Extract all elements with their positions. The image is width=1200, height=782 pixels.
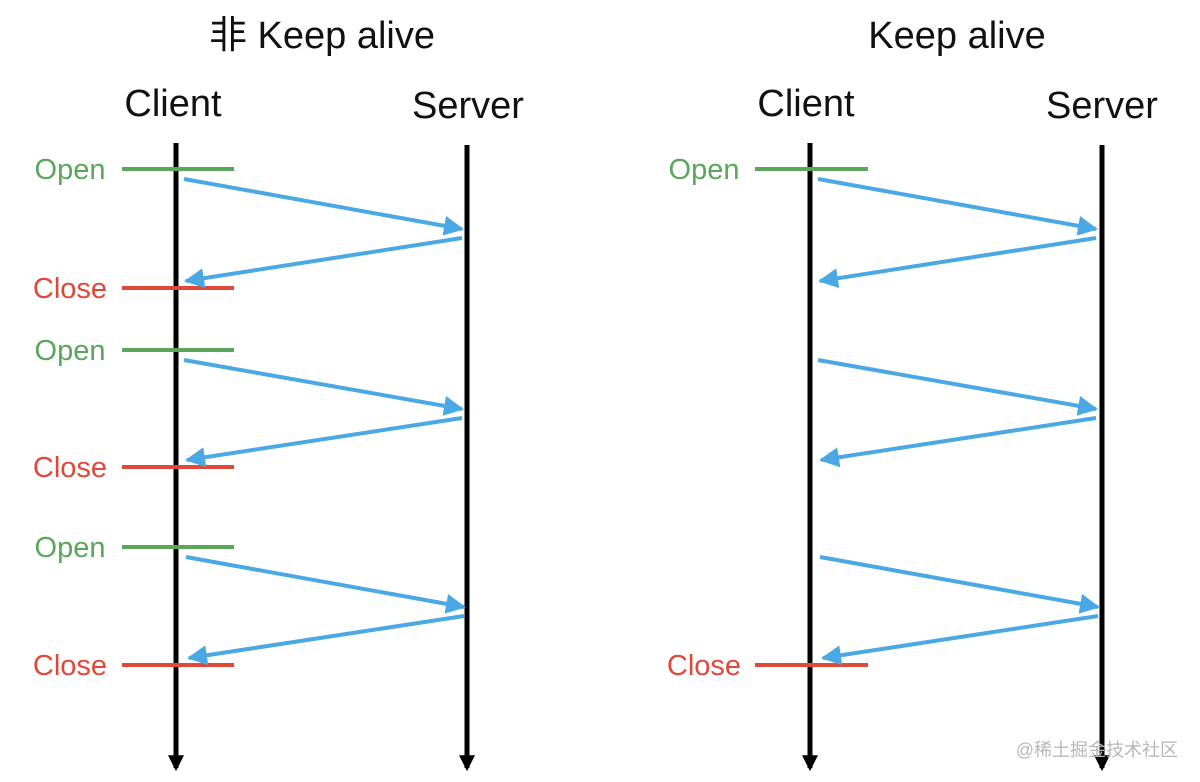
watermark: @稀土掘金技术社区 xyxy=(1016,740,1178,760)
response-arrow xyxy=(819,416,1097,468)
open-label: Open xyxy=(669,154,740,186)
close-label: Close xyxy=(667,650,741,682)
response-arrow xyxy=(821,614,1099,666)
message-arrows xyxy=(183,177,466,666)
panel-non-keep-alive: 非 Keep alive Client Server OpenCloseOpen… xyxy=(33,15,524,772)
message-arrows xyxy=(817,177,1100,666)
response-arrow xyxy=(818,236,1097,289)
server-label: Server xyxy=(1046,85,1158,127)
request-arrow xyxy=(817,177,1098,236)
open-label: Open xyxy=(35,532,106,564)
open-label: Open xyxy=(35,335,106,367)
server-label: Server xyxy=(412,85,524,127)
panel-title: 非 Keep alive xyxy=(209,15,435,57)
open-label: Open xyxy=(35,154,106,186)
request-arrow xyxy=(819,555,1100,614)
request-arrow xyxy=(183,358,464,416)
client-label: Client xyxy=(124,83,222,125)
request-arrow xyxy=(185,555,466,614)
response-arrow xyxy=(184,236,463,289)
response-arrow xyxy=(185,416,463,468)
request-arrow xyxy=(817,358,1098,416)
close-label: Close xyxy=(33,452,107,484)
panel-title: Keep alive xyxy=(868,15,1045,57)
response-arrow xyxy=(187,614,465,666)
request-arrow xyxy=(183,177,464,236)
client-label: Client xyxy=(757,83,855,125)
close-label: Close xyxy=(33,273,107,305)
close-label: Close xyxy=(33,650,107,682)
